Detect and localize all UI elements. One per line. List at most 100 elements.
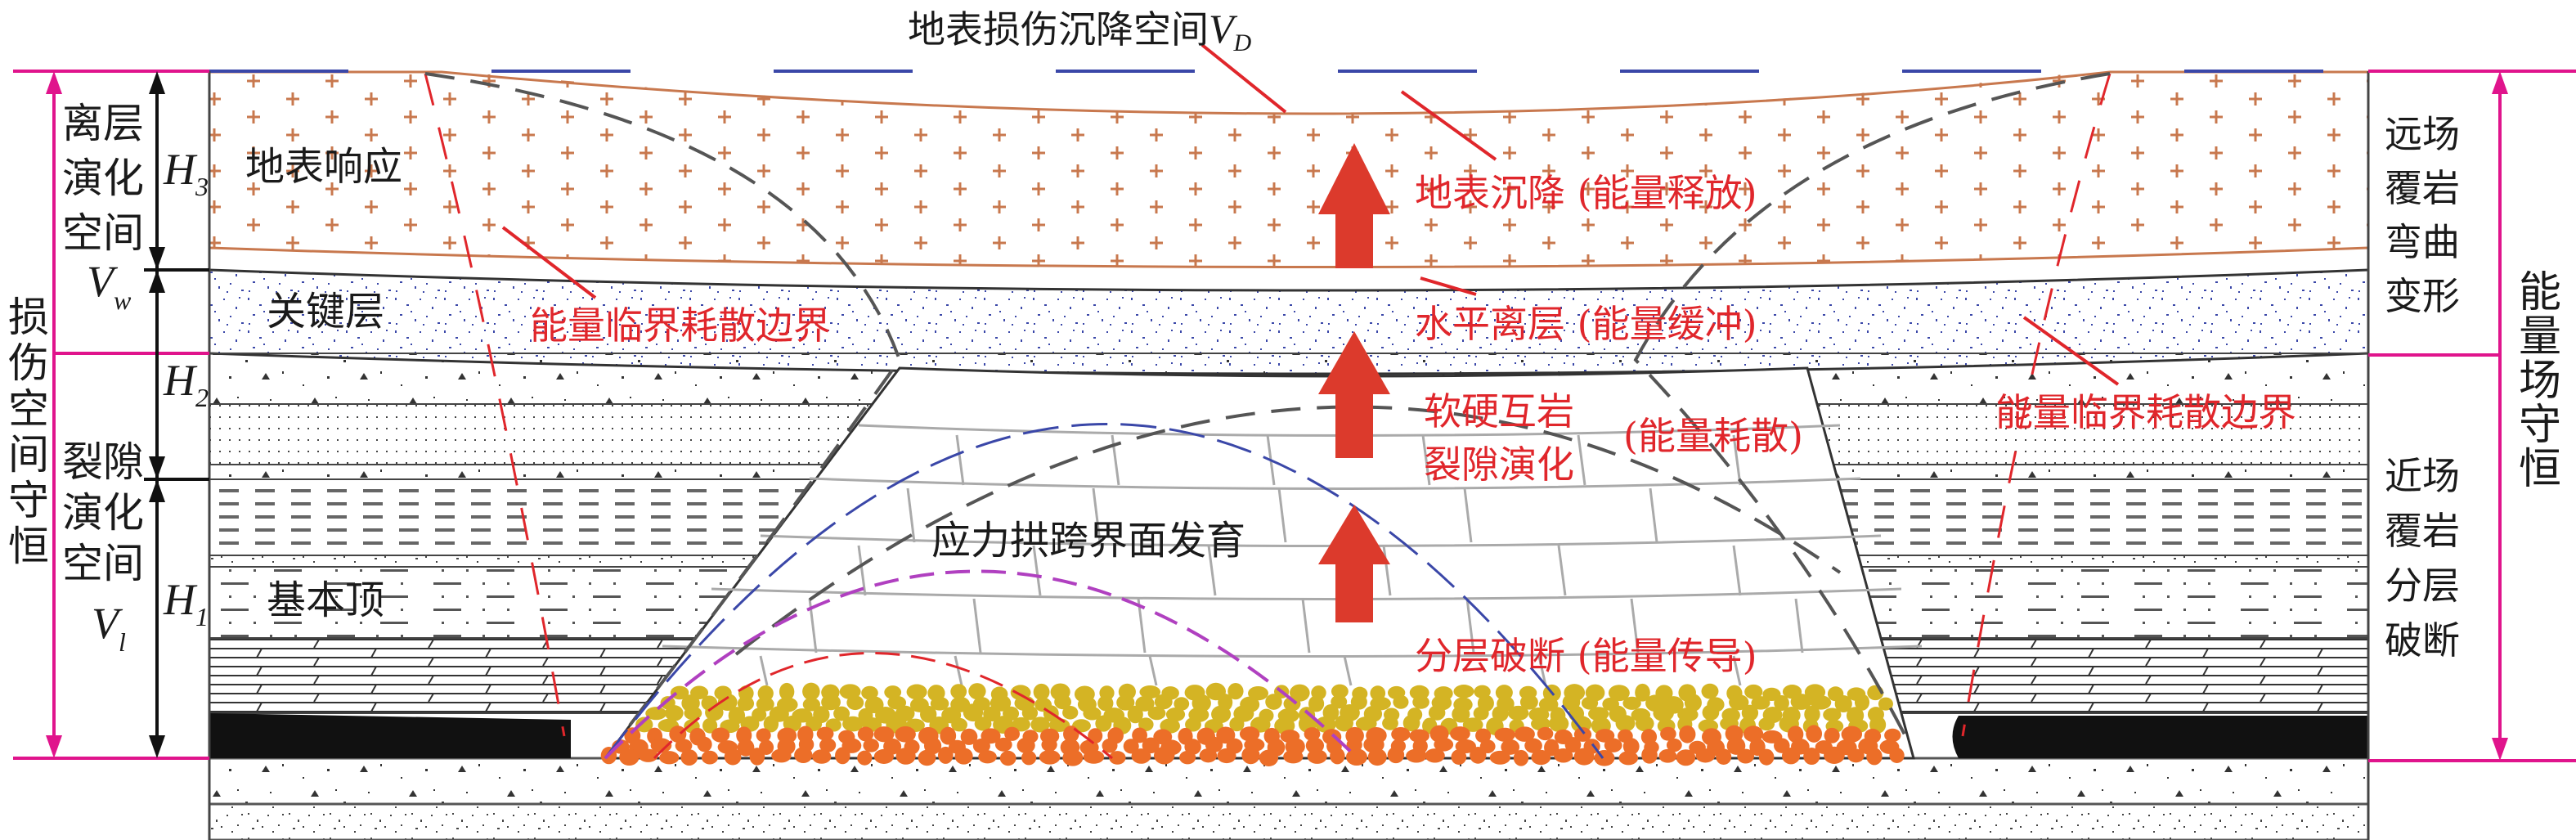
rubble-fragment [1653,705,1674,722]
up-arrow-icon [1318,331,1390,458]
block-joint [1463,487,1473,543]
layered-fracture-label: 分层破断 (能量传导) [1415,634,1757,678]
rubble-fragment [1425,748,1445,763]
rubble-fragment [802,697,821,712]
rubble-fragment [1132,727,1147,743]
rubble-fragment [1866,748,1883,766]
rubble-fragment [684,706,702,721]
rubble-fragment [1331,684,1349,699]
rubble-fragment [1622,696,1641,710]
leader-lines [501,43,2120,386]
block-joint [1421,434,1431,486]
near-field-label: 近场覆岩分层破断 [2385,454,2460,663]
rubble-fragment [1259,749,1279,766]
rubble-fragment [1355,716,1377,731]
rubble-fragment [819,738,837,752]
rubble-fragment [895,748,916,765]
rubble-fragment [1549,715,1569,732]
rubble-fragment [1608,685,1630,702]
diagram-title: 地表损伤沉降空间VD [908,6,1252,56]
rubble-fragment [1142,737,1160,754]
rubble-fragment [954,748,973,765]
rubble-fragment [857,750,873,766]
rubble-fragment [1841,725,1863,743]
rubble-fragment [884,685,902,699]
rubble-fragment [873,726,895,743]
rubble-fragment [1412,695,1429,709]
rubble-fragment [1513,749,1529,766]
rubble-fragment [1787,725,1804,743]
rubble-fragment [675,739,693,753]
rubble-fragment [1062,705,1079,720]
rubble-fragment [1823,707,1842,722]
rubble-fragment [846,695,864,711]
block-joint [1732,434,1742,486]
rubble-fragment [1451,749,1467,765]
rubble-fragment [1615,715,1636,732]
rubble-fragment [1774,694,1789,712]
rubble-fragment [951,717,967,732]
rubble-fragment [638,748,658,762]
rubble-fragment [705,703,724,721]
rubble-fragment [1507,705,1529,721]
rubble-fragment [1367,748,1387,766]
floor-sand-layer [208,802,2370,840]
fracture-evolution-label: 裂隙演化 [1424,442,1574,487]
rubble-fragment [802,682,820,701]
rubble-fragment [1573,748,1595,766]
rubble-fragment [1097,695,1114,712]
rubble-fragment [1604,738,1622,752]
rubble-fragment [1088,728,1103,744]
rubble-fragment [1239,726,1260,742]
rubble-fragment [1803,748,1820,766]
rubble-fragment [873,748,895,764]
rubble-fragment [1640,729,1658,745]
far-field-label: 远场覆岩弯曲变形 [2385,112,2460,318]
caved-rubble [600,682,1905,766]
rubble-fragment [1581,696,1599,710]
rubble-fragment [1004,726,1021,741]
rubble-fragment [1265,694,1282,710]
broken-block-row [809,477,1861,490]
boundary-curves [209,70,2368,760]
rubble-fragment [1179,750,1196,765]
rubble-fragment [1729,694,1749,711]
rubble-fragment [1641,746,1658,764]
block-joint [1301,598,1311,654]
rubble-fragment [918,749,936,766]
rubble-fragment [1573,727,1592,742]
rubble-fragment [669,725,687,743]
block-joint [1382,545,1392,596]
rubble-fragment [1501,739,1520,755]
block-joint [1148,655,1158,686]
rubble-fragment [1165,707,1186,722]
rubble-fragment [835,747,850,765]
rubble-fragment [1489,750,1510,765]
rubble-fragment [1083,750,1105,764]
rubble-fragment [1139,685,1161,699]
rubble-fragment [1039,749,1061,765]
arrow-down-icon [46,735,62,758]
rubble-fragment [1123,739,1139,754]
rubble-fragment [1174,697,1190,711]
damage-space-conservation-label: 损伤空间守恒 [8,294,49,570]
rubble-fragment [1062,749,1084,766]
rubble-fragment [1531,749,1551,766]
rubble-fragment [1524,738,1542,753]
rubble-fragment [1758,717,1775,731]
rubble-fragment [1635,715,1654,732]
block-joint [1137,598,1147,654]
rubble-fragment [1083,707,1102,721]
rubble-fragment [717,693,738,712]
surface-subsidence-label: 地表沉降 (能量释放) [1415,171,1757,215]
rubble-fragment [1033,683,1050,701]
inner-dashed-arch [734,405,1842,656]
rubble-fragment [1409,729,1429,743]
rubble-fragment [1154,694,1173,710]
soft-hard-rock-label: 软硬互岩 [1424,389,1574,433]
rubble-fragment [1889,748,1905,764]
rubble-fragment [1716,748,1732,766]
broken-block-row [711,587,1902,600]
block-joint [1465,598,1475,654]
rubble-fragment [771,748,792,763]
